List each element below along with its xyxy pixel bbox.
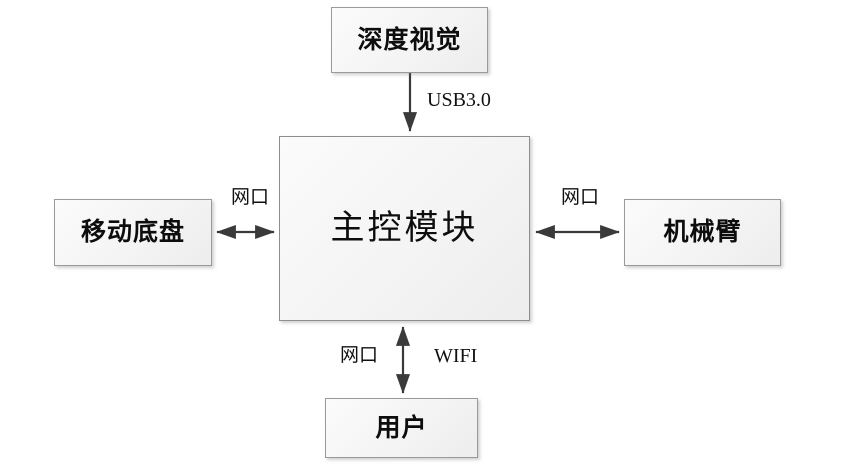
- edge-label-ethernet-left: 网口: [231, 187, 270, 208]
- edge-label-ethernet-bottom: 网口: [340, 345, 379, 366]
- edge-label-wifi: WIFI: [434, 345, 478, 367]
- node-main-control-label: 主控模块: [330, 209, 479, 247]
- edge-label-ethernet-right: 网口: [561, 187, 600, 208]
- node-user-label: 用户: [375, 414, 428, 442]
- node-robot-arm[interactable]: 机械臂: [624, 199, 781, 266]
- node-depth-vision-label: 深度视觉: [357, 26, 462, 54]
- node-mobile-chassis-label: 移动底盘: [80, 219, 185, 246]
- edge-label-usb30: USB3.0: [427, 89, 491, 111]
- node-robot-arm-label: 机械臂: [663, 219, 742, 246]
- node-main-control[interactable]: 主控模块: [279, 136, 530, 321]
- node-mobile-chassis[interactable]: 移动底盘: [54, 199, 212, 266]
- node-user[interactable]: 用户: [325, 398, 478, 458]
- node-depth-vision[interactable]: 深度视觉: [331, 7, 488, 73]
